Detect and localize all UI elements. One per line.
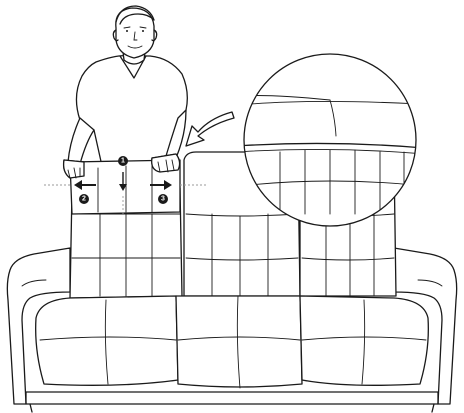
step-2-badge: 2	[79, 194, 89, 204]
person	[64, 6, 188, 178]
sofa-base	[26, 392, 438, 404]
svg-text:2: 2	[82, 196, 86, 203]
svg-text:1: 1	[121, 158, 125, 165]
callout-arrow	[186, 112, 234, 146]
svg-text:3: 3	[161, 196, 165, 203]
step-1-badge: 1	[118, 156, 128, 166]
step-3-badge: 3	[158, 194, 168, 204]
